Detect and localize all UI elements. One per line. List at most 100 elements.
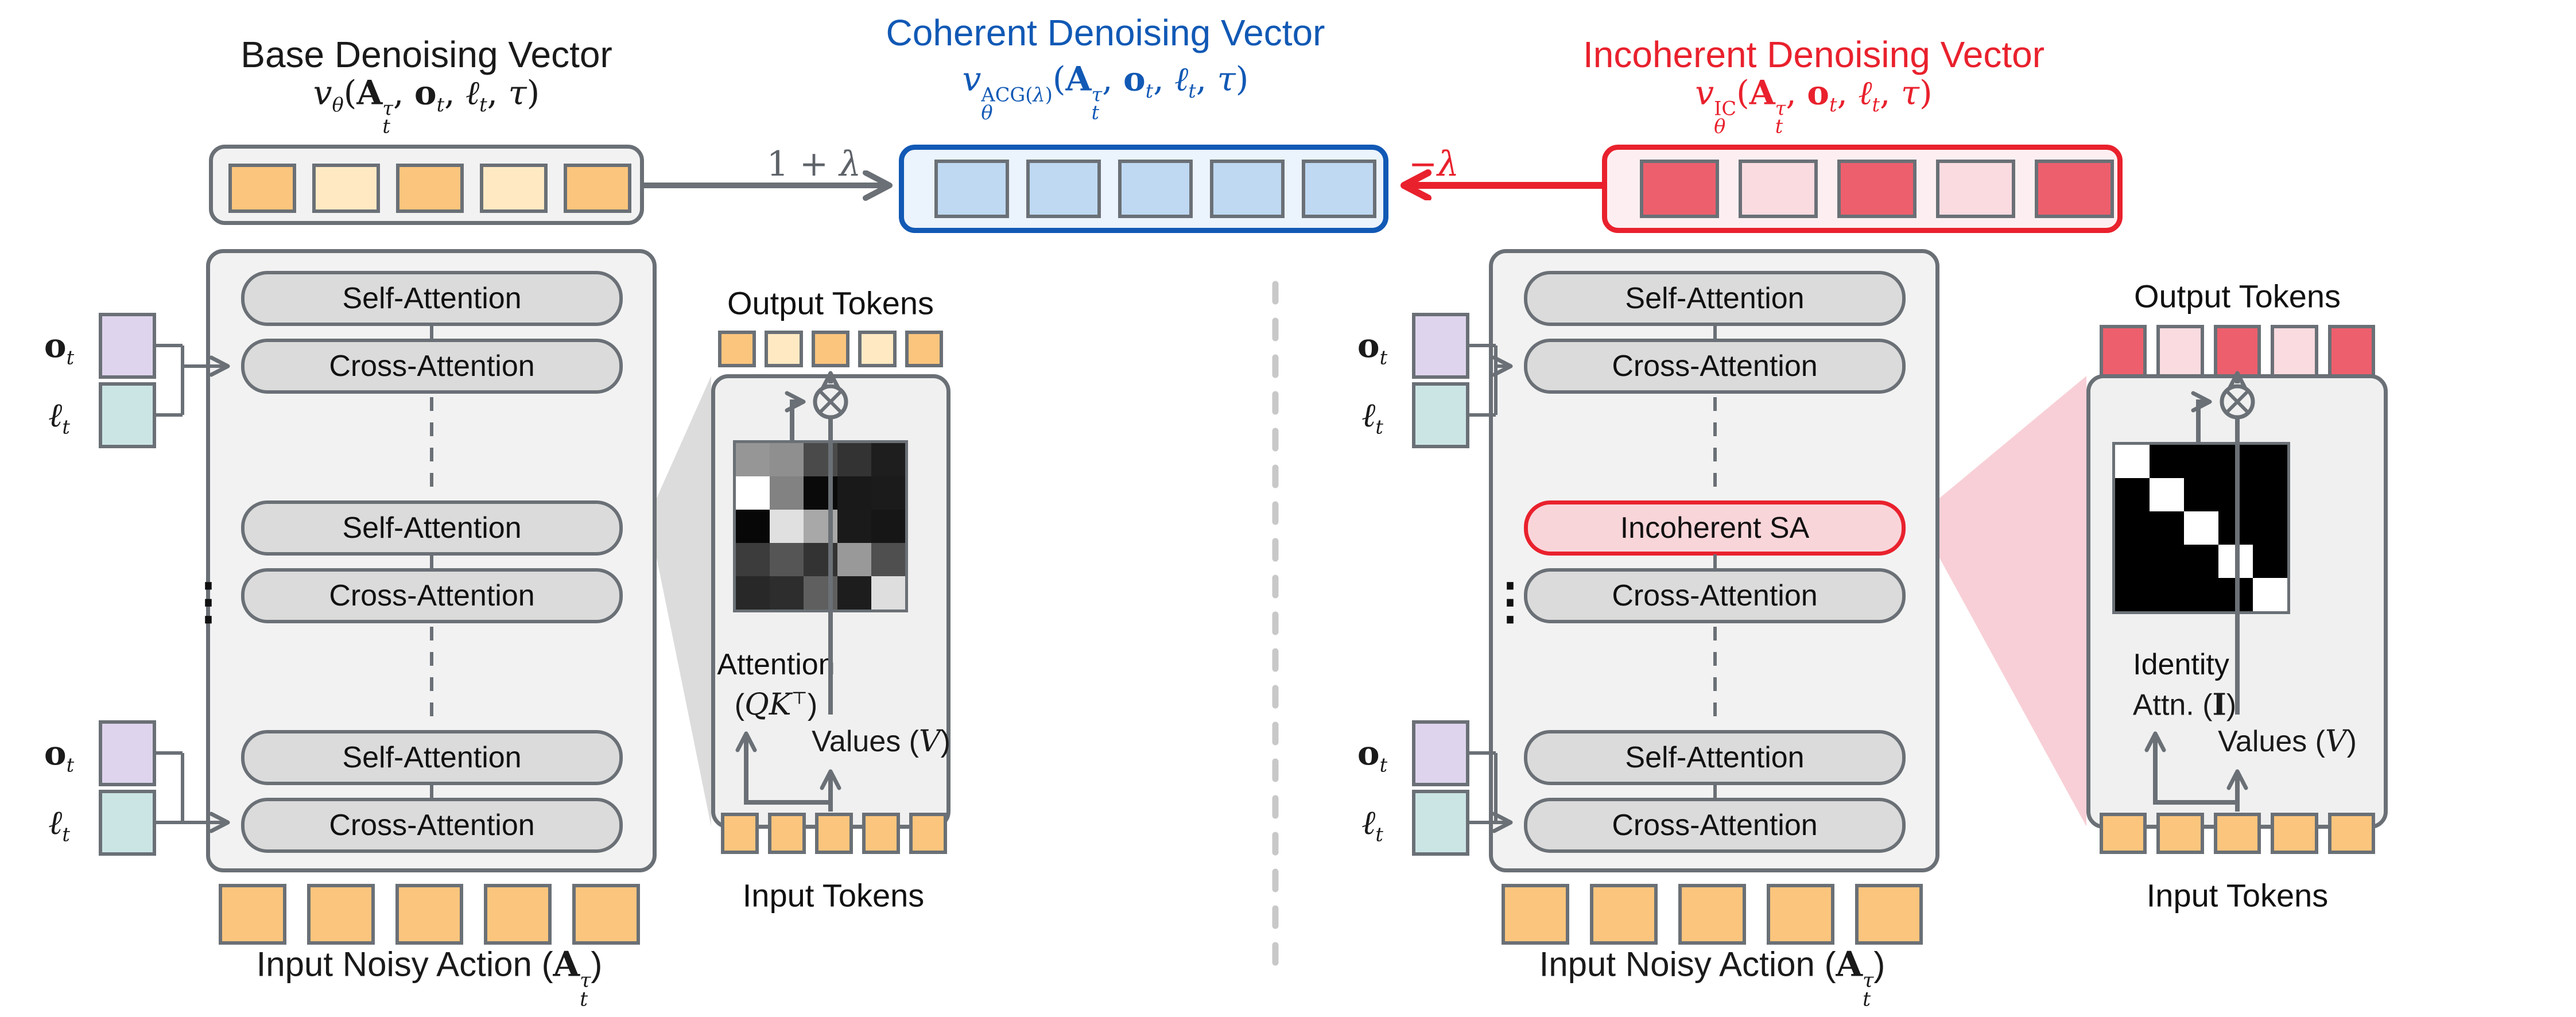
observation-label-top-left: ot (44, 326, 75, 369)
token (1837, 160, 1917, 218)
token (2035, 160, 2114, 218)
token (1767, 884, 1834, 945)
identity-matrix-heatmap (2112, 442, 2290, 614)
matrix-cell (804, 476, 837, 510)
token (2271, 813, 2318, 854)
language-token-bottom-left (99, 790, 156, 856)
token (2100, 325, 2147, 380)
matrix-cell (736, 443, 770, 476)
token (219, 884, 286, 945)
matrix-cell (2218, 511, 2253, 545)
token (1302, 160, 1376, 218)
token (2327, 813, 2376, 854)
token (1739, 160, 1818, 218)
right-values-label: Values (V) (2218, 724, 2357, 759)
matrix-cell (2253, 545, 2287, 578)
matrix-cell (2115, 445, 2150, 478)
left-input-tokens (721, 813, 947, 854)
matrix-cell (804, 576, 837, 610)
left-layer-cross-attention-2: Cross-Attention (241, 568, 623, 623)
token (2271, 325, 2318, 380)
matrix-cell (871, 510, 905, 543)
left-attention-label-line1: Attention (717, 648, 835, 681)
incoherent-denoising-title: Incoherent Denoising Vector (1582, 34, 2045, 75)
language-token-top-right (1412, 382, 1469, 448)
matrix-cell (2253, 511, 2287, 545)
observation-label-bottom-left: ot (44, 733, 75, 777)
right-noisy-action-tokens (1502, 884, 1923, 945)
coherent-vector-tokens (934, 160, 1376, 218)
zoom-wedge-right (1939, 376, 2086, 826)
left-layer-self-attention-3: Self-Attention (241, 730, 623, 785)
observation-token-top-left (99, 313, 156, 379)
token (2156, 325, 2204, 380)
token (2213, 325, 2261, 380)
token (905, 331, 944, 367)
language-token-top-left (99, 382, 156, 448)
token (909, 813, 947, 854)
zoom-wedge-left (657, 376, 711, 826)
right-attention-label-line2: Attn. (I) (2132, 687, 2237, 723)
matrix-cell (871, 576, 905, 610)
neg-coefficient-label: −λ (1408, 144, 1460, 184)
left-values-label: Values (V) (812, 724, 951, 759)
matrix-cell (2150, 478, 2184, 511)
attention-matrix-heatmap (733, 440, 908, 612)
matrix-cell (2218, 478, 2253, 511)
language-token-bottom-right (1412, 790, 1469, 856)
left-layer-self-attention-1: Self-Attention (241, 271, 623, 326)
observation-label-top-right: ot (1357, 326, 1388, 369)
base-denoising-title: Base Denoising Vector (240, 34, 612, 75)
matrix-cell (804, 443, 837, 476)
token (768, 813, 806, 854)
token (858, 331, 897, 367)
right-input-tokens-title: Input Tokens (2146, 877, 2329, 914)
matrix-cell (2184, 545, 2218, 578)
matrix-cell (2253, 445, 2287, 478)
right-attention-label-line1: Identity (2133, 648, 2229, 681)
token (1502, 884, 1569, 945)
left-layer-cross-attention-1: Cross-Attention (241, 339, 623, 394)
matrix-cell (2184, 478, 2218, 511)
right-input-tokens (2100, 813, 2376, 854)
language-label-top-right: ℓt (1361, 395, 1383, 438)
matrix-cell (2115, 478, 2150, 511)
matrix-cell (2253, 478, 2287, 511)
matrix-cell (804, 510, 837, 543)
right-layer-incoherent-sa: Incoherent SA (1524, 500, 1906, 556)
token (396, 164, 464, 213)
token (395, 884, 463, 945)
token (1210, 160, 1285, 218)
matrix-cell (2218, 545, 2253, 578)
token (2213, 813, 2261, 854)
token (1936, 160, 2015, 218)
matrix-cell (2115, 511, 2150, 545)
matrix-cell (770, 543, 804, 576)
matrix-cell (736, 576, 770, 610)
matrix-cell (736, 476, 770, 510)
token (1590, 884, 1658, 945)
right-layer-cross-attention-3: Cross-Attention (1524, 798, 1906, 853)
matrix-cell (871, 476, 905, 510)
left-layer-self-attention-2: Self-Attention (241, 500, 623, 556)
matrix-cell (2115, 578, 2150, 611)
matrix-cell (736, 543, 770, 576)
token (2156, 813, 2204, 854)
token (484, 884, 552, 945)
matrix-cell (837, 476, 871, 510)
gain-coefficient-label: 1 + λ (766, 144, 862, 184)
matrix-cell (837, 510, 871, 543)
token (1678, 884, 1746, 945)
matrix-cell (837, 443, 871, 476)
right-output-tokens-title: Output Tokens (2133, 278, 2341, 315)
token (1855, 884, 1923, 945)
observation-token-top-right (1412, 313, 1469, 379)
token (572, 884, 640, 945)
matrix-cell (2150, 578, 2184, 611)
matrix-cell (2184, 578, 2218, 611)
matrix-cell (2218, 445, 2253, 478)
